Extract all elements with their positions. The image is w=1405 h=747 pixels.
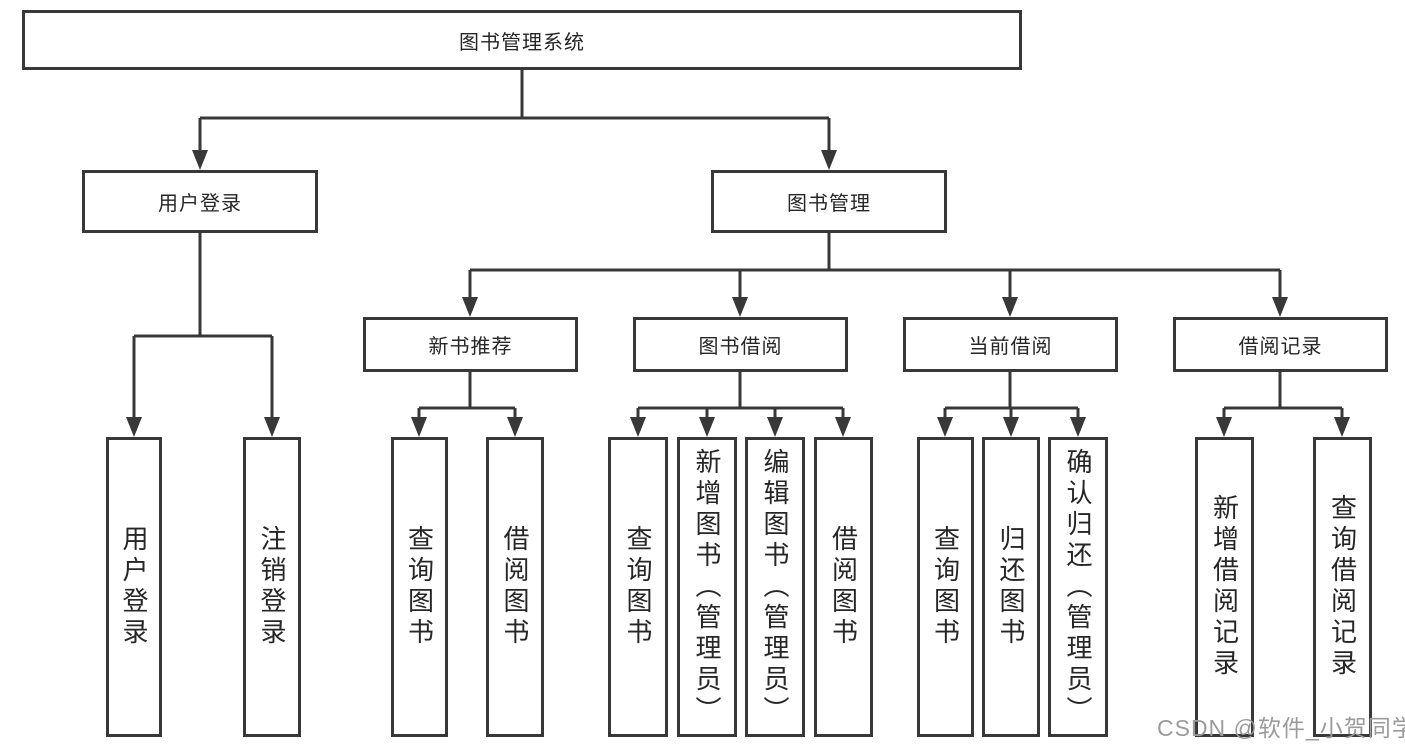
node-label: 归还图书 [996, 525, 1026, 649]
node-label: 新增借阅记录 [1209, 494, 1240, 680]
node-label: 借阅记录 [1238, 336, 1323, 358]
node-label: 新增图书（管理员） [692, 447, 722, 727]
node-label: 新书推荐 [428, 336, 513, 358]
arrowheads [126, 150, 1350, 437]
leaf-query-books-current: 查询图书 [917, 437, 974, 737]
node-label: 当前借阅 [968, 336, 1053, 358]
node-label: 借阅图书 [828, 525, 859, 649]
node-user-login: 用户登录 [82, 170, 318, 233]
leaf-query-books-borrow: 查询图书 [608, 437, 668, 737]
leaf-borrow-books: 借阅图书 [814, 437, 873, 737]
leaf-edit-book-admin: 编辑图书（管理员） [745, 437, 805, 737]
node-label: 查询借阅记录 [1327, 494, 1358, 680]
leaf-add-book-admin: 新增图书（管理员） [677, 437, 737, 737]
node-label: 查询图书 [404, 525, 435, 649]
leaf-confirm-return-admin: 确认归还（管理员） [1048, 437, 1108, 737]
node-library-management-system: 图书管理系统 [22, 10, 1022, 70]
node-label: 用户登录 [119, 525, 149, 649]
leaf-return-books: 归还图书 [982, 437, 1040, 737]
node-book-borrowing: 图书借阅 [633, 317, 848, 372]
node-label: 注销登录 [257, 525, 287, 649]
node-label: 查询图书 [623, 525, 653, 649]
leaf-query-books-recommend: 查询图书 [391, 437, 448, 737]
leaf-add-borrow-record: 新增借阅记录 [1195, 437, 1254, 737]
node-label: 借阅图书 [500, 525, 530, 649]
csdn-watermark: CSDN @软件_小贺同学 [1157, 715, 1405, 741]
node-label: 编辑图书（管理员） [760, 447, 790, 727]
leaf-query-borrow-record: 查询借阅记录 [1313, 437, 1372, 737]
leaf-logout: 注销登录 [243, 437, 301, 737]
node-book-management: 图书管理 [711, 170, 947, 233]
node-label: 确认归还（管理员） [1063, 447, 1093, 727]
node-label: 图书管理系统 [459, 31, 585, 54]
leaf-user-login: 用户登录 [106, 437, 162, 737]
node-label: 用户登录 [158, 193, 242, 215]
node-label: 图书借阅 [698, 336, 783, 358]
node-current-borrowing: 当前借阅 [903, 317, 1118, 372]
node-label: 查询图书 [930, 525, 961, 649]
node-borrowing-records: 借阅记录 [1173, 317, 1388, 372]
node-label: 图书管理 [787, 193, 871, 215]
leaf-borrow-books-recommend: 借阅图书 [486, 437, 544, 737]
node-new-book-recommendation: 新书推荐 [363, 317, 578, 372]
